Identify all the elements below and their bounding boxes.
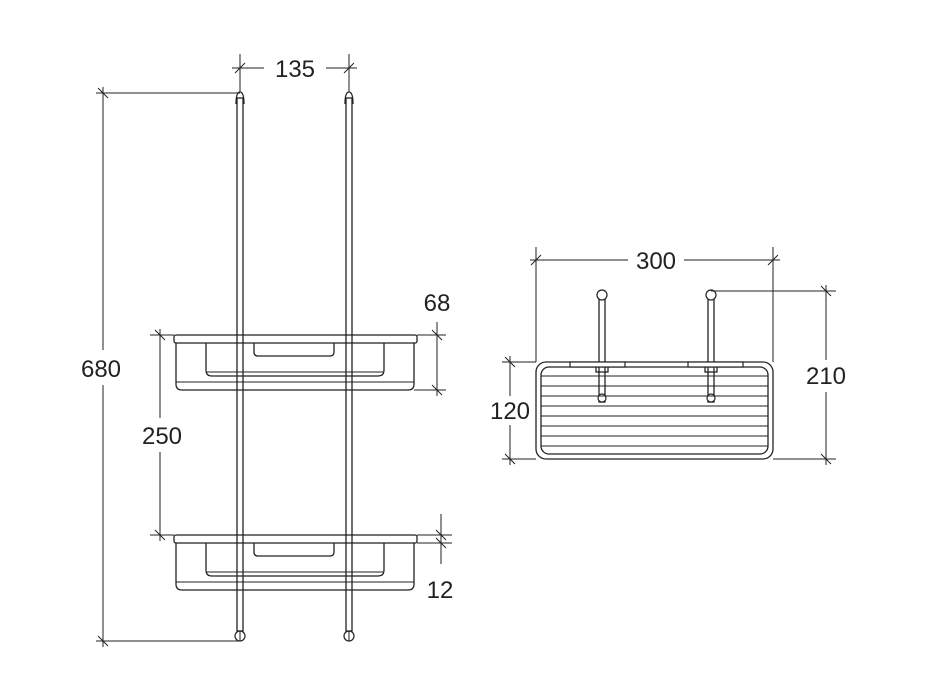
dimension-side-height: 210 — [711, 285, 846, 465]
dimension-shelf-spacing: 250 — [142, 329, 182, 541]
side-basket — [535, 361, 774, 460]
dim-label-total-height: 680 — [81, 356, 121, 383]
dimension-basket-height: 120 — [490, 356, 536, 465]
dimension-total-height: 680 — [81, 87, 240, 647]
dim-label-basket-width: 300 — [636, 248, 676, 275]
side-posts — [595, 289, 718, 403]
dimension-basket-width: 300 — [530, 247, 780, 362]
lower-shelf — [173, 534, 418, 591]
dim-label-shelf-spacing: 250 — [142, 423, 182, 450]
front-view: 135 680 68 250 — [81, 54, 453, 647]
dim-label-rod-spacing: 135 — [275, 56, 315, 83]
dim-label-shelf-depth: 68 — [424, 290, 451, 317]
upper-shelf — [173, 334, 418, 391]
dim-label-rail-thickness: 12 — [427, 577, 454, 604]
dimension-shelf-depth: 68 — [414, 290, 450, 396]
dimension-rail-thickness: 12 — [417, 514, 453, 604]
dim-label-side-height: 210 — [806, 363, 846, 390]
dimension-rod-spacing: 135 — [232, 54, 357, 92]
hanging-rods — [234, 91, 355, 642]
dim-label-basket-height: 120 — [490, 398, 530, 425]
side-view: 300 120 210 — [490, 247, 846, 465]
